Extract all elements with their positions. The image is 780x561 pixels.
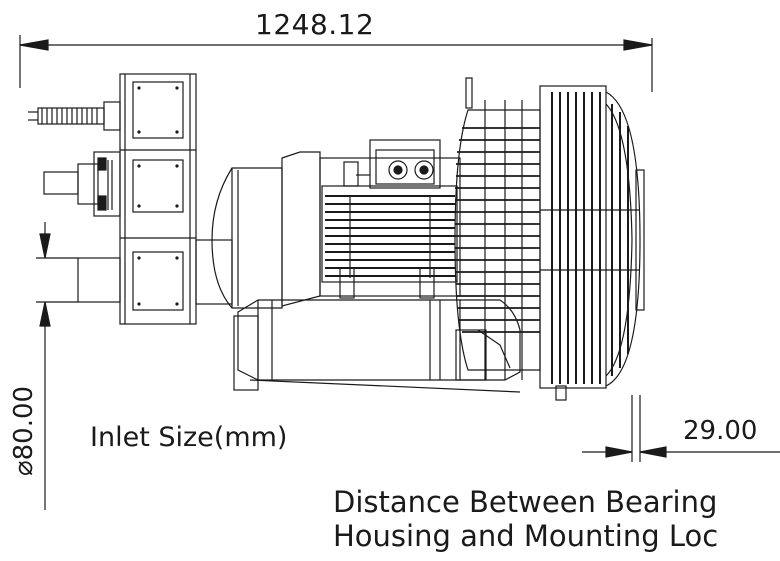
overall-length-label: 1248.12 [255,8,375,41]
note-line-2: Housing and Mounting Loc [333,519,719,553]
inlet-diameter-label: ⌀80.00 [4,364,44,504]
bearing-offset-dimension [582,395,780,462]
note-line-1: Distance Between Bearing [333,485,718,519]
bearing-offset-label: 29.00 [683,416,758,446]
overall-length-dimension [19,35,653,92]
inlet-size-label: Inlet Size(mm) [90,422,288,453]
cable-spring [28,101,121,131]
motor-fan-cover [211,167,283,309]
inlet-pipe [77,239,233,305]
diameter-value: 80.00 [9,385,39,461]
inlet-diameter-dimension [36,222,78,510]
control-box [119,73,197,325]
diameter-symbol: ⌀ [9,460,39,477]
motor-body [281,151,461,307]
inlet-diameter-text: ⌀80.00 [9,365,39,497]
terminal-box [343,139,441,189]
blower-ribs [539,85,645,401]
blower-housing [454,77,541,380]
side-connector [43,151,121,217]
silencer-base [233,299,521,393]
